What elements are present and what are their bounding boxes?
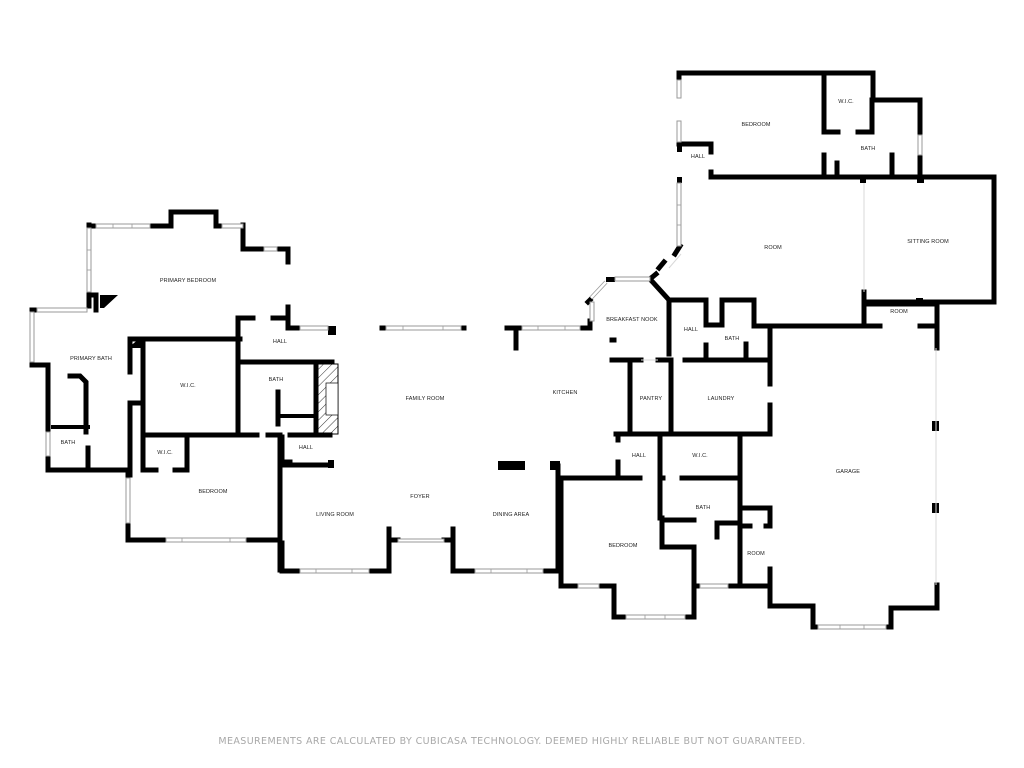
west-wing-windows (29, 223, 581, 574)
east-wing-walls (671, 70, 997, 630)
room-label-room-north: ROOM (764, 245, 782, 251)
room-label-wic-bedroom-west: W.I.C. (157, 450, 173, 456)
room-label-breakfast-nook: BREAKFAST NOOK (606, 317, 658, 323)
room-label-wic-north: W.I.C. (838, 99, 854, 105)
room-label-bedroom-north: BEDROOM (741, 122, 771, 128)
center-windows (577, 276, 729, 620)
room-label-bedroom-west: BEDROOM (198, 489, 228, 495)
room-label-hall-west-lower: HALL (298, 445, 314, 451)
room-label-dining-area: DINING AREA (492, 512, 530, 518)
room-label-room-small-south: ROOM (747, 551, 765, 557)
room-label-laundry: LAUNDRY (707, 396, 735, 402)
room-label-hall-north: HALL (690, 154, 706, 160)
room-label-bedroom-south: BEDROOM (608, 543, 638, 549)
room-label-bath-primary-small: BATH (60, 440, 76, 446)
room-label-hall-south: HALL (631, 453, 647, 459)
center-walls (555, 258, 773, 620)
measurement-disclaimer: MEASUREMENTS ARE CALCULATED BY CUBICASA … (218, 736, 806, 747)
room-label-bath-west: BATH (268, 377, 284, 383)
room-label-primary-bedroom: PRIMARY BEDROOM (159, 278, 217, 284)
room-label-foyer: FOYER (410, 494, 430, 500)
room-label-bath-south: BATH (695, 505, 711, 511)
room-label-living-room: LIVING ROOM (316, 512, 354, 518)
room-label-family-room: FAMILY ROOM (405, 396, 445, 402)
west-wing-walls (29, 209, 590, 574)
room-label-bath-nook: BATH (724, 336, 740, 342)
room-label-pantry: PANTRY (639, 396, 663, 402)
room-label-room-east-small: ROOM (890, 309, 908, 315)
east-wing-windows (668, 79, 937, 630)
room-label-wic-south: W.I.C. (692, 453, 708, 459)
room-label-bath-north: BATH (860, 146, 876, 152)
room-label-hall-west-upper: HALL (272, 339, 288, 345)
room-label-hall-nook: HALL (683, 327, 699, 333)
room-label-primary-wic: W.I.C. (180, 383, 196, 389)
room-label-primary-bath: PRIMARY BATH (70, 356, 112, 362)
room-label-garage: GARAGE (835, 469, 861, 475)
room-label-sitting-room: SITTING ROOM (907, 239, 949, 245)
room-label-kitchen: KITCHEN (552, 390, 578, 396)
